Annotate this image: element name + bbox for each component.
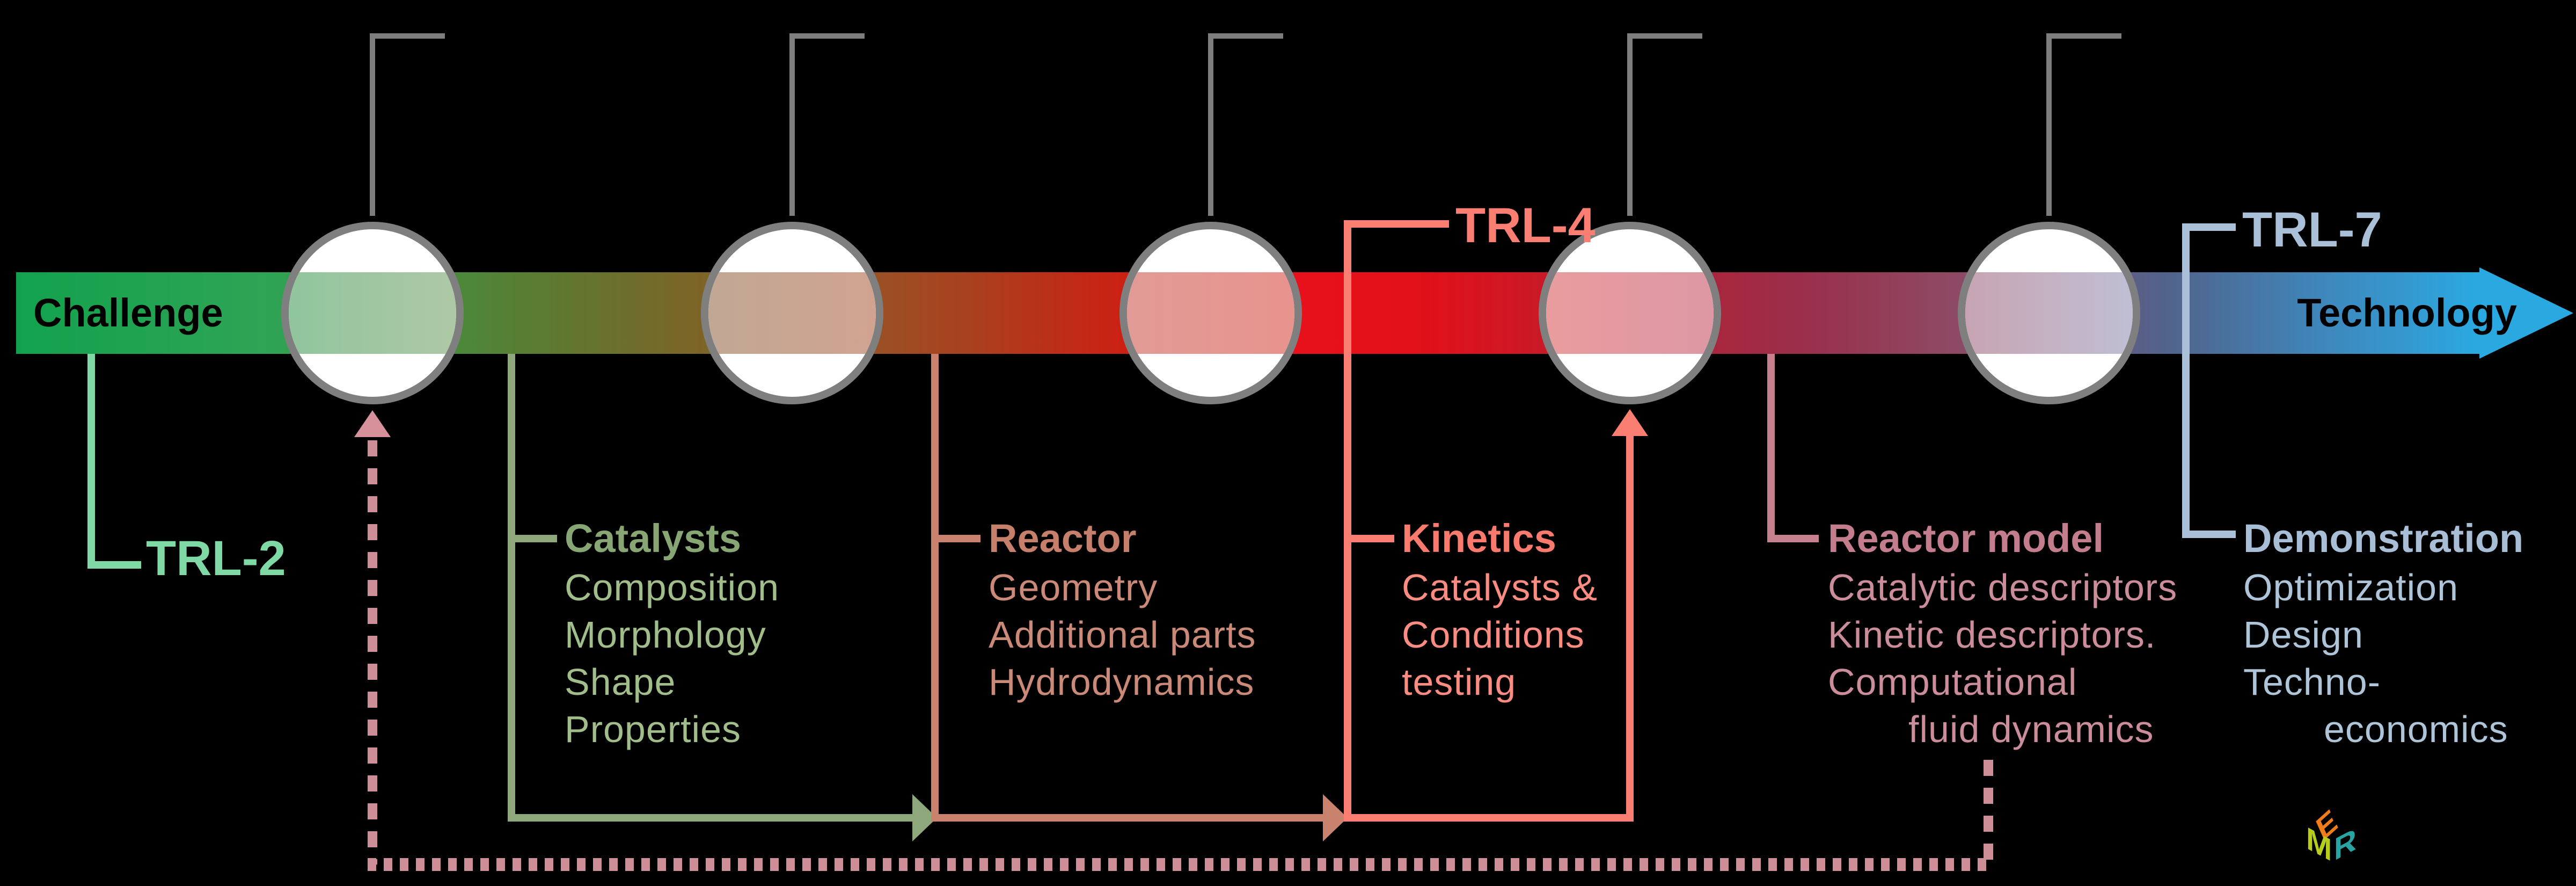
stage-item: Morphology: [565, 614, 766, 656]
reactor-model-heading-tick: [1767, 535, 1819, 542]
reactor-connector-vertical: [931, 354, 939, 822]
stage-item: testing: [1402, 661, 1517, 703]
stage-item: Kinetic descriptors.: [1828, 614, 2156, 656]
hook-flag-5: [2046, 33, 2121, 39]
trl4-label: TRL-4: [1455, 198, 1596, 253]
arrow-right-icon: [1323, 794, 1348, 841]
stage-item: Hydrodynamics: [989, 661, 1255, 703]
demonstration-connector-vertical: [2182, 227, 2190, 538]
stage-item: Computational: [1828, 661, 2077, 703]
stage-heading: Reactor model: [1828, 516, 2104, 561]
hook-line-3: [1208, 33, 1213, 216]
stage-heading: Kinetics: [1402, 516, 1556, 561]
trl7-connector-horizontal: [2182, 223, 2236, 231]
trl2-connector-horizontal: [87, 561, 141, 569]
arrow-up-icon: [1612, 409, 1648, 436]
stage-item: Optimization: [2243, 567, 2459, 608]
catalysts-to-reactor-line: [508, 814, 916, 822]
circle-band: [708, 272, 876, 354]
challenge-label: Challenge: [33, 291, 223, 335]
milestone-circle-2: [701, 222, 883, 404]
circle-band: [1127, 272, 1294, 354]
technology-label: Technology: [2297, 291, 2517, 335]
circle-band: [1965, 272, 2133, 354]
trl4-connector-horizontal: [1344, 220, 1449, 228]
hook-flag-4: [1627, 33, 1702, 39]
reactor-to-kinetics-line: [931, 814, 1326, 822]
stage-item: Composition: [565, 567, 780, 608]
stage-item: economics: [2324, 708, 2508, 750]
stage-item: Properties: [565, 708, 742, 750]
stage-heading: Reactor: [989, 516, 1137, 561]
hook-line-2: [789, 33, 795, 216]
milestone-circle-5: [1958, 222, 2140, 404]
hook-flag-3: [1208, 33, 1283, 39]
kinetics-heading-tick: [1344, 535, 1394, 542]
trl7-label: TRL-7: [2242, 202, 2382, 257]
feedback-dotted-vertical-right: [1984, 760, 1993, 862]
stage-item: Techno-: [2243, 661, 2381, 703]
hook-flag-1: [370, 33, 445, 39]
stage-item: fluid dynamics: [1908, 708, 2154, 750]
kinetics-to-circle4-vertical: [1626, 435, 1634, 822]
feedback-dotted-horizontal: [368, 858, 1993, 871]
circle-band: [1546, 272, 1714, 354]
hook-line-4: [1627, 33, 1633, 216]
stage-item: Design: [2243, 614, 2363, 656]
hook-flag-2: [789, 33, 865, 39]
hook-line-5: [2046, 33, 2052, 216]
trl2-label: TRL-2: [146, 531, 286, 586]
stage-item: Catalysts &: [1402, 567, 1598, 608]
reactor-model-connector-vertical: [1767, 354, 1775, 542]
reactor-heading-tick: [931, 535, 980, 542]
timeline-arrow-tip-icon: [2479, 267, 2573, 359]
hook-line-1: [370, 33, 375, 216]
stage-item: Shape: [565, 661, 676, 703]
stage-item: Geometry: [989, 567, 1158, 608]
feedback-dotted-vertical-left: [368, 440, 377, 865]
demonstration-heading-tick: [2182, 531, 2236, 538]
stage-item: Catalytic descriptors: [1828, 567, 2178, 608]
stage-item: Conditions: [1402, 614, 1585, 656]
milestone-circle-1: [281, 222, 464, 404]
emr-logo: E M R: [2305, 802, 2364, 875]
circle-band: [289, 272, 456, 354]
catalysts-connector-vertical: [508, 354, 515, 822]
trl2-connector-vertical: [87, 354, 95, 569]
milestone-circle-3: [1119, 222, 1302, 404]
stage-item: Additional parts: [989, 614, 1256, 656]
stage-heading: Demonstration: [2243, 516, 2524, 561]
catalysts-heading-tick: [508, 535, 557, 542]
arrow-up-icon: [354, 410, 391, 437]
stage-heading: Catalysts: [565, 516, 742, 561]
kinetics-connector-vertical: [1344, 224, 1351, 822]
kinetics-feed-line: [1344, 814, 1634, 822]
